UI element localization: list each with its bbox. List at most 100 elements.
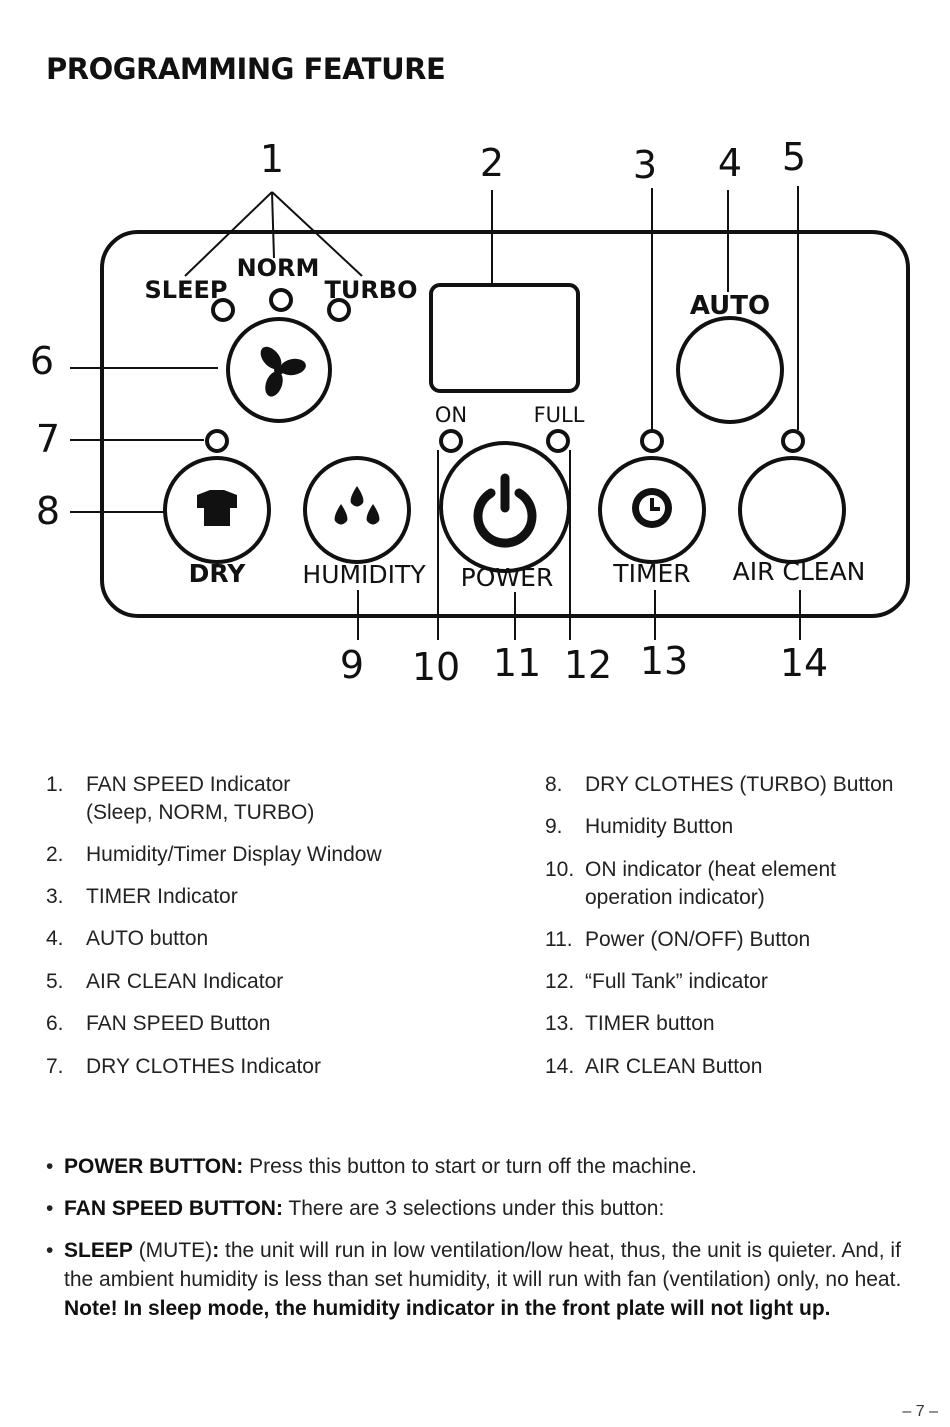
legend-item: 2. Humidity/Timer Display Window (46, 841, 382, 869)
timer-button[interactable] (598, 456, 706, 564)
legend-text: “Full Tank” indicator (585, 970, 768, 993)
sleep-indicator-led (211, 298, 235, 322)
callout-3: 3 (633, 143, 657, 187)
legend-item: 13. TIMER button (545, 1010, 715, 1038)
air-clean-indicator-led (781, 429, 805, 453)
bullet-text-continued: the unit will run in low ventilation/low… (64, 1239, 902, 1291)
legend-text: DRY CLOTHES Indicator (86, 1055, 321, 1078)
dry-label: DRY (189, 559, 247, 588)
legend-item: 9. Humidity Button (545, 813, 733, 841)
callout-12: 12 (564, 643, 612, 687)
bullet-fan-speed-button: FAN SPEED BUTTON: There are 3 selections… (46, 1194, 916, 1223)
legend-text: FAN SPEED Button (86, 1012, 271, 1035)
air-clean-button[interactable] (738, 456, 846, 564)
shirt-icon (197, 490, 237, 526)
bullet-heading: SLEEP (64, 1239, 133, 1262)
legend-text: TIMER Indicator (86, 885, 238, 908)
legend-item: 4. AUTO button (46, 925, 208, 953)
legend-number: 10. (545, 858, 575, 881)
callout-5: 5 (782, 135, 806, 179)
feature-bullets: POWER BUTTON: Press this button to start… (46, 1152, 916, 1336)
legend-text: DRY CLOTHES (TURBO) Button (585, 773, 894, 796)
legend-item: 7. DRY CLOTHES Indicator (46, 1053, 321, 1081)
callout-10: 10 (412, 645, 460, 689)
legend-number: 4. (46, 927, 64, 950)
legend-text: AUTO button (86, 927, 209, 950)
humidity-button[interactable] (303, 456, 411, 564)
leader-lines (70, 186, 801, 640)
legend-text: Power (ON/OFF) Button (585, 928, 811, 951)
legend-text-continued: (Sleep, NORM, TURBO) (86, 801, 315, 824)
power-button[interactable] (439, 441, 571, 573)
norm-label: NORM (237, 254, 320, 282)
power-label: POWER (461, 563, 554, 592)
callout-14: 14 (780, 641, 828, 685)
clock-icon (632, 488, 672, 528)
page-number: – 7 – (902, 1403, 938, 1420)
bullet-heading: POWER BUTTON: (64, 1155, 244, 1178)
dry-clothes-indicator-led (205, 429, 229, 453)
bullet-colon: : (212, 1239, 220, 1262)
sleep-label: SLEEP (145, 276, 228, 304)
legend-item: 10. ON indicator (heat element operation … (545, 856, 836, 912)
callout-4: 4 (718, 141, 742, 185)
callout-11: 11 (493, 641, 541, 685)
legend-item: 12. “Full Tank” indicator (545, 968, 768, 996)
dry-button[interactable] (163, 456, 271, 564)
timer-indicator-led (640, 429, 664, 453)
legend-number: 13. (545, 1012, 575, 1035)
legend-number: 12. (545, 970, 575, 993)
callout-8: 8 (36, 489, 60, 533)
bullet-heading: FAN SPEED BUTTON: (64, 1197, 283, 1220)
full-label: FULL (534, 403, 585, 427)
legend-text: ON indicator (heat element (585, 858, 836, 881)
turbo-indicator-led (327, 298, 351, 322)
fan-icon (260, 346, 306, 397)
legend-item: 6. FAN SPEED Button (46, 1010, 270, 1038)
display-window (429, 283, 580, 393)
callout-6: 6 (30, 339, 54, 383)
legend-number: 9. (545, 815, 563, 838)
bullet-note: Note! In sleep mode, the humidity indica… (64, 1297, 831, 1320)
legend-text: Humidity/Timer Display Window (86, 843, 382, 866)
callout-13: 13 (640, 639, 688, 683)
legend-item: 1. FAN SPEED Indicator (Sleep, NORM, TURB… (46, 771, 314, 827)
on-label: ON (435, 403, 467, 427)
bullet-sleep: SLEEP (MUTE): the unit will run in low v… (46, 1236, 916, 1323)
legend-number: 14. (545, 1055, 575, 1078)
bullet-text: (MUTE) (132, 1239, 213, 1262)
legend-number: 8. (545, 773, 563, 796)
callout-7: 7 (36, 417, 60, 461)
legend-number: 3. (46, 885, 64, 908)
norm-indicator-led (269, 288, 293, 312)
legend-text: AIR CLEAN Button (585, 1055, 763, 1078)
on-indicator-led (439, 429, 463, 453)
legend-text: FAN SPEED Indicator (86, 773, 291, 796)
legend-number: 5. (46, 970, 64, 993)
water-drops-icon (334, 486, 380, 525)
full-tank-indicator-led (546, 429, 570, 453)
legend-number: 11. (545, 928, 573, 951)
callout-1: 1 (260, 137, 284, 181)
legend-item: 3. TIMER Indicator (46, 883, 238, 911)
page-title: PROGRAMMING FEATURE (46, 52, 446, 86)
legend-text-continued: operation indicator) (585, 886, 765, 909)
legend-item: 11. Power (ON/OFF) Button (545, 926, 810, 954)
bullet-text: Press this button to start or turn off t… (243, 1155, 697, 1178)
legend-number: 6. (46, 1012, 64, 1035)
callout-9: 9 (340, 643, 364, 687)
callout-2: 2 (480, 141, 504, 185)
bullet-text: There are 3 selections under this button… (282, 1197, 665, 1220)
legend-text: AIR CLEAN Indicator (86, 970, 284, 993)
timer-label: TIMER (612, 559, 690, 588)
humidity-label: HUMIDITY (302, 560, 426, 589)
auto-button[interactable] (676, 316, 784, 424)
control-panel-outline (100, 230, 910, 618)
legend-number: 1. (46, 773, 64, 796)
legend-text: Humidity Button (585, 815, 734, 838)
legend-text: TIMER button (585, 1012, 715, 1035)
air-clean-label: AIR CLEAN (733, 557, 866, 586)
fan-speed-button[interactable] (226, 317, 332, 423)
legend-item: 5. AIR CLEAN Indicator (46, 968, 283, 996)
legend-number: 7. (46, 1055, 64, 1078)
